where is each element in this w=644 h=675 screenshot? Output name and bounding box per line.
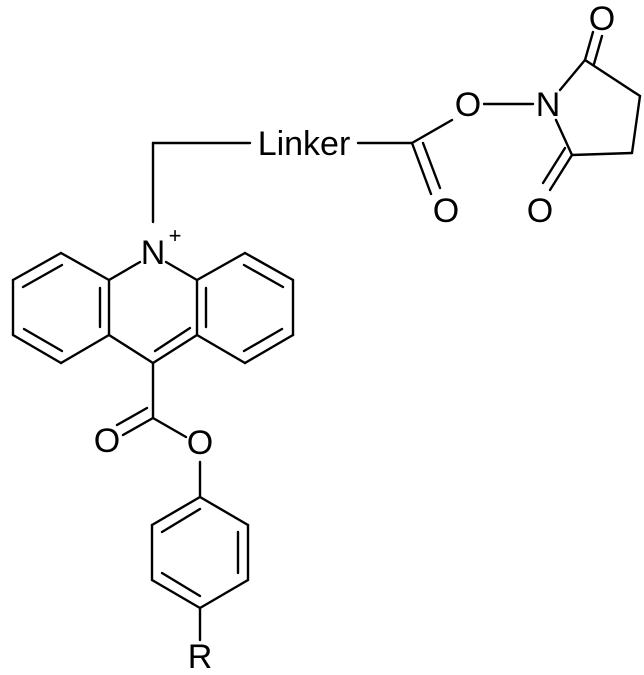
bond-c2-c1: [11, 333, 63, 365]
bond-ph-1-2: [198, 495, 250, 527]
bond-ph-6-1: [150, 495, 202, 527]
bond-carbonyl-o-a: [410, 141, 433, 196]
bond-ch2-c-bot: [570, 151, 634, 157]
bond-c-top-o-a: [583, 30, 595, 62]
bond-c7-c8: [243, 333, 295, 365]
bonds: [11, 30, 642, 642]
linker-carbonyl-oxygen-label: O: [433, 192, 459, 230]
bond-c-top-o-b: [592, 34, 604, 66]
atom-labels: Linker O N O O O N + O O R: [94, 0, 615, 675]
bond-carbonyl-o-acr-b: [115, 406, 149, 427]
succinimide-oxygen-bottom-label: O: [527, 192, 553, 230]
bond-c10a-c5: [195, 251, 247, 282]
linker-label: Linker: [258, 125, 351, 163]
succinimide-oxygen-top-label: O: [589, 0, 615, 38]
acridinium-nitrogen-label: N: [141, 234, 166, 272]
bond-ph-inner-2: [160, 571, 202, 598]
bond-carbonyl-ester-o: [410, 118, 454, 145]
bond-c9-c8a-inner: [153, 326, 192, 353]
bond-ph-3-4: [198, 578, 250, 610]
bond-left-inner-1: [21, 263, 64, 289]
bond-carbonyl-phenoxy-o: [151, 416, 188, 439]
bond-c9a-c9: [107, 333, 155, 365]
bond-c5-c6: [243, 251, 295, 282]
bond-left-inner-2: [22, 327, 64, 353]
bond-c-bot-o-a: [548, 153, 574, 192]
bond-c4-c3: [11, 251, 63, 282]
bond-c-bot-o-b: [541, 146, 567, 185]
positive-charge-label: +: [169, 223, 182, 248]
bond-c1-c9a: [59, 333, 111, 365]
succinimide-nitrogen-label: N: [536, 86, 561, 124]
bond-c9-c8a: [151, 333, 199, 365]
bond-right-inner-1: [242, 263, 285, 289]
bond-right-inner-2: [242, 327, 284, 353]
bond-carbonyl-o-acr-a: [121, 416, 155, 437]
bond-carbonyl-o-b: [421, 141, 442, 190]
bond-c8-c8a: [195, 333, 247, 365]
bond-c4a-c4: [59, 251, 111, 282]
bond-c-top-ch2: [583, 58, 642, 98]
bond-n-c-bot: [554, 118, 574, 157]
bond-n-c10a: [164, 260, 199, 282]
ester-oxygen-label: O: [455, 86, 481, 124]
bond-ph-inner-3: [160, 507, 202, 534]
phenoxy-oxygen-label: O: [187, 424, 213, 462]
bond-ph-4-5: [150, 578, 202, 610]
acridine-ester-carbonyl-oxygen-label: O: [94, 422, 120, 460]
bond-ch2-ch2: [630, 94, 642, 155]
bond-n-c4a: [107, 260, 142, 282]
substituent-r-label: R: [188, 638, 213, 675]
bond-n-c-top: [558, 58, 587, 92]
